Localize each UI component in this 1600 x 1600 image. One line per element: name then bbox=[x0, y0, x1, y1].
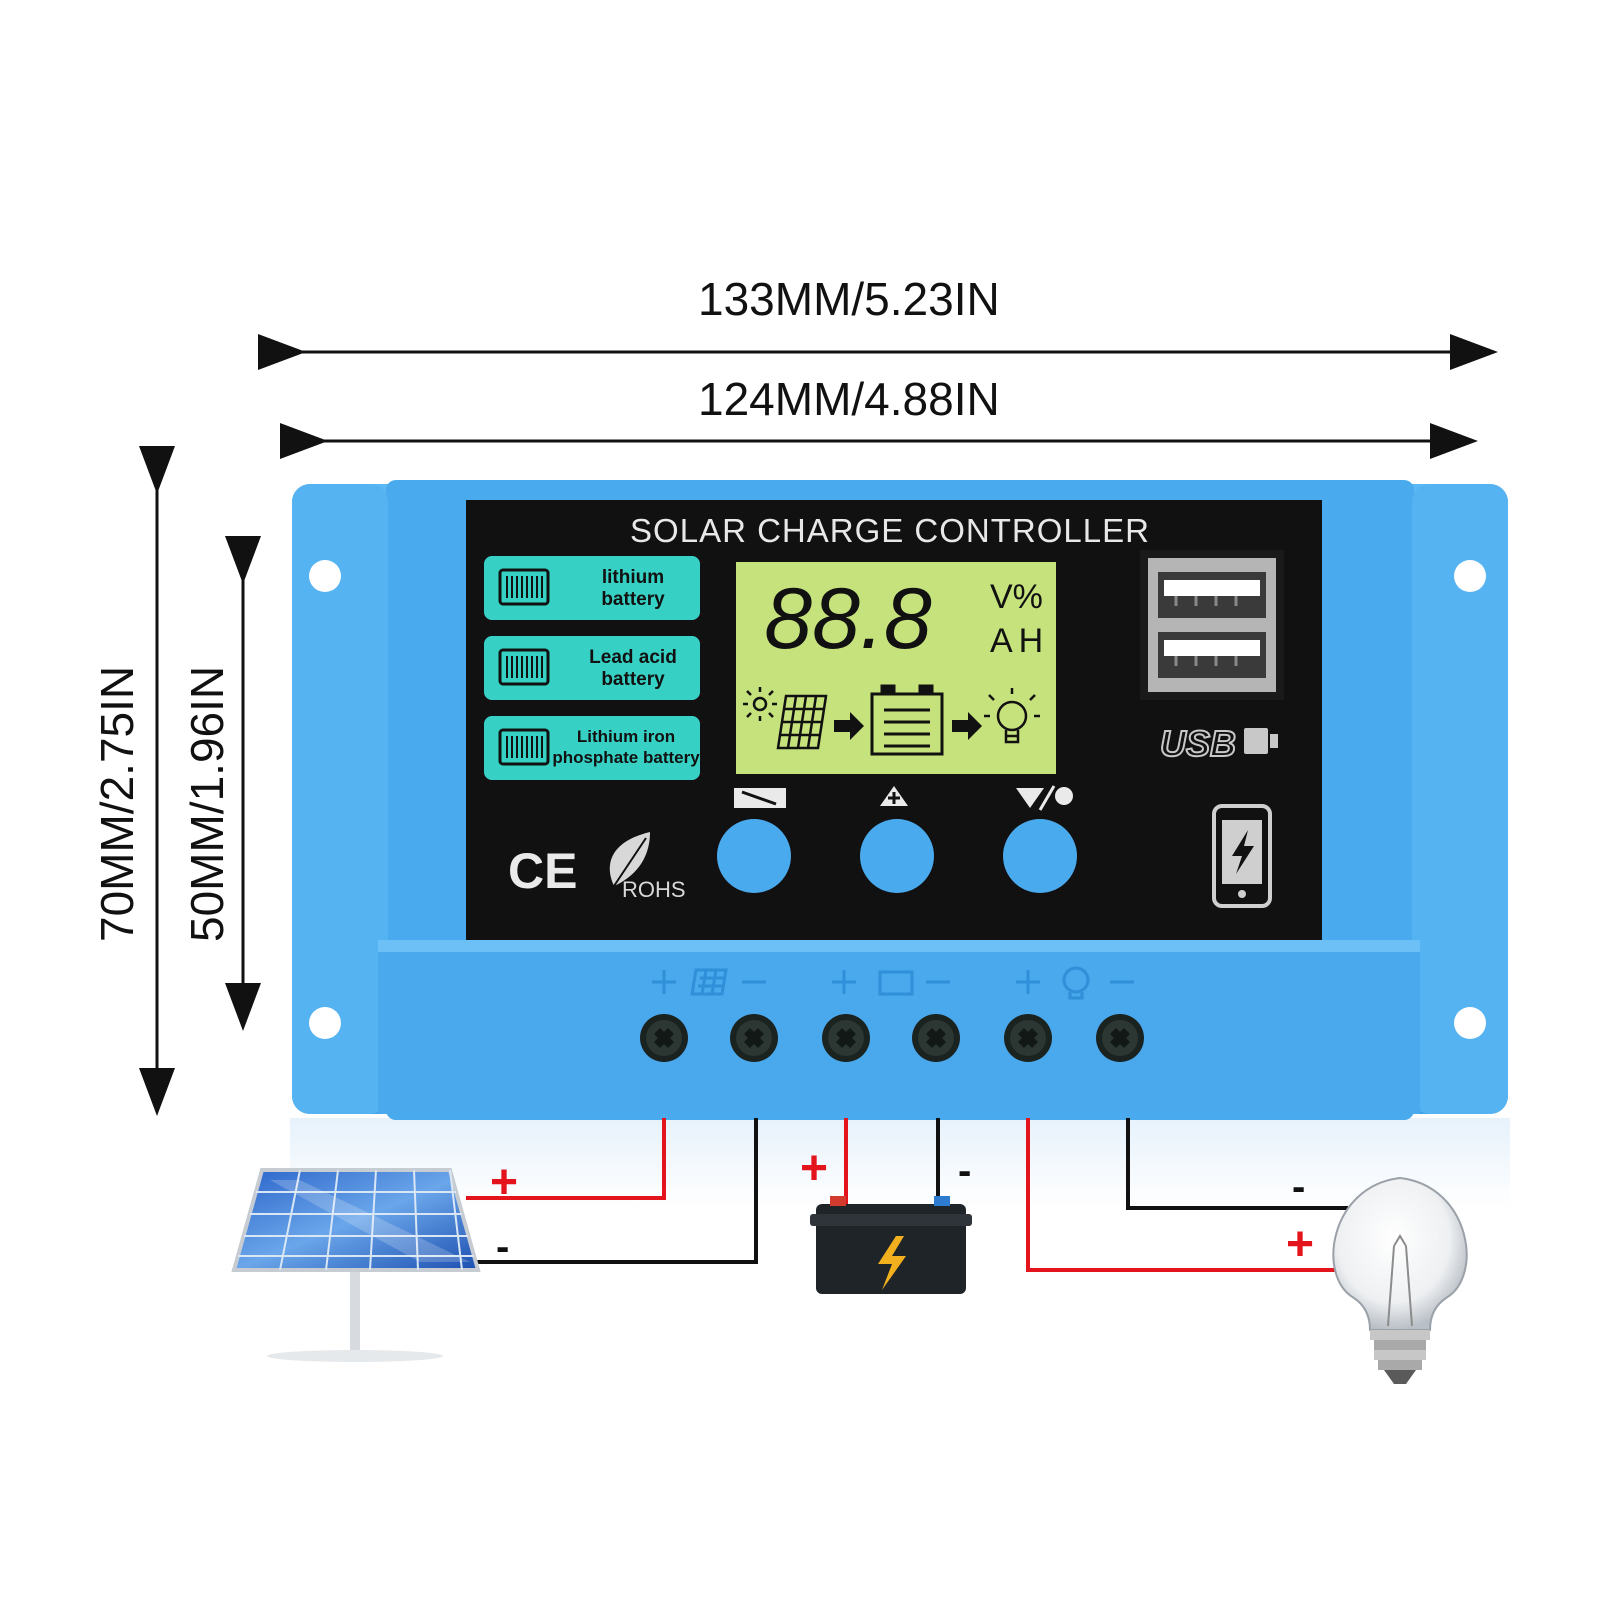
polarity-plus: + bbox=[1286, 1218, 1314, 1271]
lcd-display: 88.8 V% AH bbox=[736, 562, 1056, 774]
battery-label: battery bbox=[601, 589, 665, 610]
terminal-screw bbox=[912, 1014, 960, 1062]
terminal-screws[interactable] bbox=[640, 1014, 1144, 1062]
phone-charging-icon bbox=[1212, 804, 1272, 908]
mount-hole bbox=[1454, 560, 1486, 592]
arrow-right-icon bbox=[952, 712, 982, 740]
battery-label: battery bbox=[601, 669, 665, 690]
polarity-plus: + bbox=[490, 1156, 518, 1209]
leaf-icon bbox=[609, 832, 650, 887]
overall-width-label: 133MM/5.23IN bbox=[698, 273, 1000, 325]
mount-hole bbox=[309, 560, 341, 592]
polarity-minus: - bbox=[496, 1225, 509, 1269]
solar-panel-image bbox=[231, 1168, 481, 1362]
lcd-digits: 88.8 bbox=[764, 571, 932, 667]
terminal-screw bbox=[640, 1014, 688, 1062]
usb-plug-icon bbox=[1244, 728, 1278, 754]
battery-type-list: lithium battery Lead acid battery Lithiu… bbox=[484, 556, 700, 780]
bulb-icon bbox=[984, 688, 1040, 744]
usb-ports[interactable] bbox=[1140, 550, 1284, 700]
mount-hole bbox=[1454, 1007, 1486, 1039]
solar-panel-icon bbox=[776, 694, 828, 750]
terminal-symbols bbox=[652, 966, 1134, 1000]
battery-label: phosphate battery bbox=[552, 748, 700, 767]
ce-mark: CE bbox=[508, 843, 577, 899]
polarity-minus: - bbox=[1292, 1165, 1305, 1209]
solar-negative-wire bbox=[472, 1118, 758, 1264]
load-negative-wire bbox=[1126, 1118, 1348, 1210]
plus-button[interactable] bbox=[860, 819, 934, 893]
battery-icon bbox=[498, 568, 550, 766]
terminal-screw bbox=[1096, 1014, 1144, 1062]
mount-hole bbox=[309, 1007, 341, 1039]
terminal-screw bbox=[822, 1014, 870, 1062]
menu-button[interactable] bbox=[717, 819, 791, 893]
polarity-labels: + - + - - + bbox=[490, 1142, 1314, 1271]
lcd-unit-bottom: AH bbox=[990, 622, 1049, 660]
load-positive-wire bbox=[1026, 1118, 1360, 1272]
usb-label: USB bbox=[1160, 723, 1236, 764]
light-bulb-image bbox=[1332, 1176, 1468, 1384]
battery-image bbox=[810, 1196, 972, 1294]
terminal-screw bbox=[1004, 1014, 1052, 1062]
menu-switch-icon bbox=[734, 788, 786, 808]
minus-light-button[interactable] bbox=[1003, 819, 1077, 893]
solar-positive-wire bbox=[466, 1118, 666, 1200]
battery-label: lithium bbox=[602, 567, 664, 588]
polarity-minus: - bbox=[958, 1149, 971, 1193]
housing-reflection bbox=[290, 1118, 1510, 1208]
wiring bbox=[466, 1118, 1360, 1272]
panel-title: SOLAR CHARGE CONTROLLER bbox=[630, 512, 1150, 549]
dimension-arrows bbox=[139, 334, 1498, 1116]
plus-icon bbox=[880, 786, 908, 806]
lcd-battery-icon bbox=[870, 684, 944, 756]
terminal-screw bbox=[730, 1014, 778, 1062]
sun-icon bbox=[743, 687, 777, 721]
minus-light-icon bbox=[1016, 785, 1073, 811]
battery-label: Lead acid bbox=[589, 647, 677, 668]
polarity-plus: + bbox=[800, 1142, 828, 1195]
arrow-right-icon bbox=[834, 712, 864, 740]
lcd-unit-top: V% bbox=[990, 578, 1043, 616]
rohs-mark: ROHS bbox=[622, 877, 686, 902]
battery-label: Lithium iron bbox=[577, 727, 675, 746]
inner-width-label: 124MM/4.88IN bbox=[698, 373, 1000, 425]
